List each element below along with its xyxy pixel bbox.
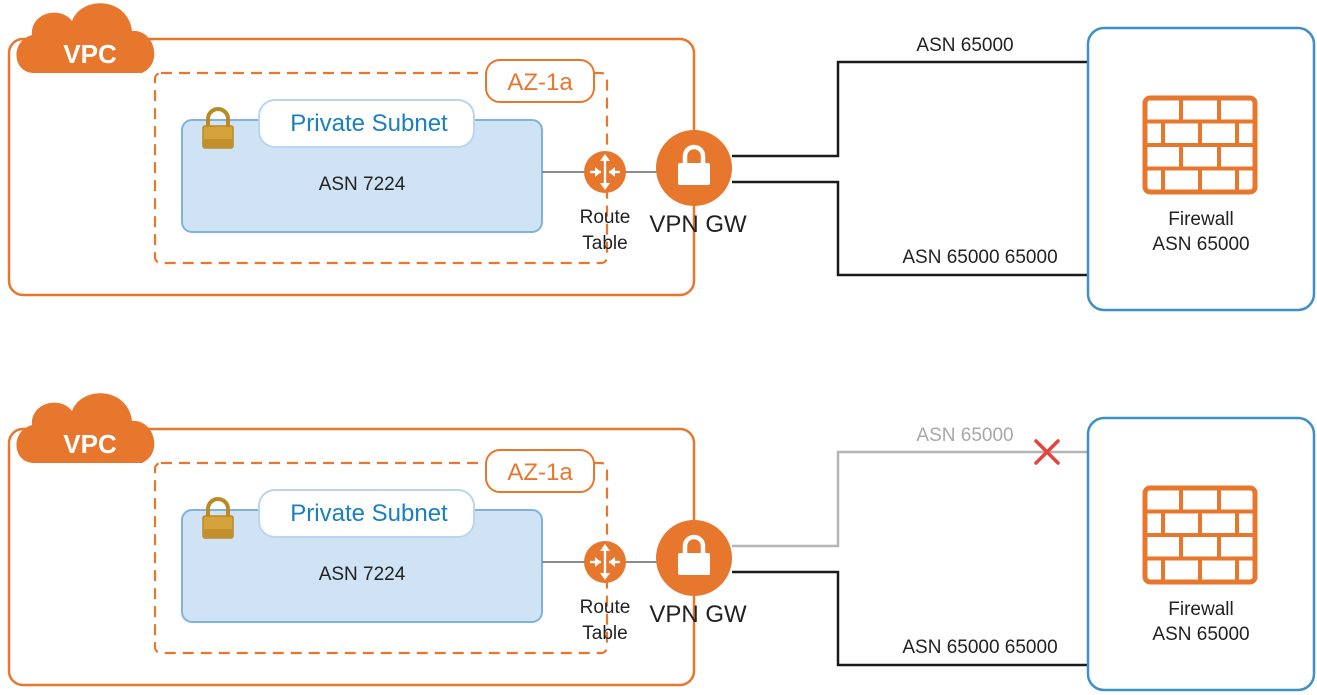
router-arrows-icon	[582, 149, 628, 195]
upper-bgp-path	[732, 60, 1088, 158]
upper-bgp-path-blocked	[732, 450, 1088, 548]
firewall-container	[1086, 416, 1316, 692]
vpc-label: VPC	[63, 39, 117, 69]
padlock-icon	[201, 107, 235, 150]
az-label: AZ-1a	[507, 69, 573, 96]
subnet-label-pill	[258, 99, 475, 148]
az-container	[153, 71, 609, 265]
firewall-asn: ASN 65000	[1152, 624, 1249, 645]
route-label-2: Table	[582, 623, 627, 644]
subnet-label: Private Subnet	[290, 500, 448, 527]
az-container	[153, 461, 609, 655]
subnet-asn: ASN 7224	[319, 174, 406, 195]
subnet-label-pill	[258, 489, 475, 538]
upper-path-label: ASN 65000	[916, 35, 1013, 56]
route-label-1: Route	[580, 597, 631, 618]
route-label-2: Table	[582, 233, 627, 254]
az-label-pill	[485, 59, 595, 103]
router-arrows-icon	[582, 539, 628, 585]
upper-path-label: ASN 65000	[916, 425, 1013, 446]
firewall-label: Firewall	[1168, 599, 1233, 620]
subnet-label: Private Subnet	[290, 110, 448, 137]
lower-bgp-path	[732, 180, 1088, 277]
az-label: AZ-1a	[507, 459, 573, 486]
padlock-circle-icon	[656, 130, 732, 206]
az-label-pill	[485, 449, 595, 493]
vpc-label: VPC	[63, 429, 117, 459]
lower-path-label: ASN 65000 65000	[902, 247, 1057, 268]
firewall-asn: ASN 65000	[1152, 234, 1249, 255]
scenario-1: AZ-1a Private Subnet ASN 7224 VPC Route …	[7, 3, 1316, 312]
vpn-gw-label: VPN GW	[649, 601, 747, 628]
red-x-icon	[1034, 439, 1060, 465]
scenario-2: AZ-1a Private Subnet ASN 7224 VPC Route …	[7, 393, 1316, 692]
lower-bgp-path	[732, 570, 1088, 667]
vpn-gw-label: VPN GW	[649, 211, 747, 238]
subnet-asn: ASN 7224	[319, 564, 406, 585]
padlock-circle-icon	[656, 520, 732, 596]
padlock-icon	[201, 497, 235, 540]
route-label-1: Route	[580, 207, 631, 228]
lower-path-label: ASN 65000 65000	[902, 637, 1057, 658]
firewall-label: Firewall	[1168, 209, 1233, 230]
